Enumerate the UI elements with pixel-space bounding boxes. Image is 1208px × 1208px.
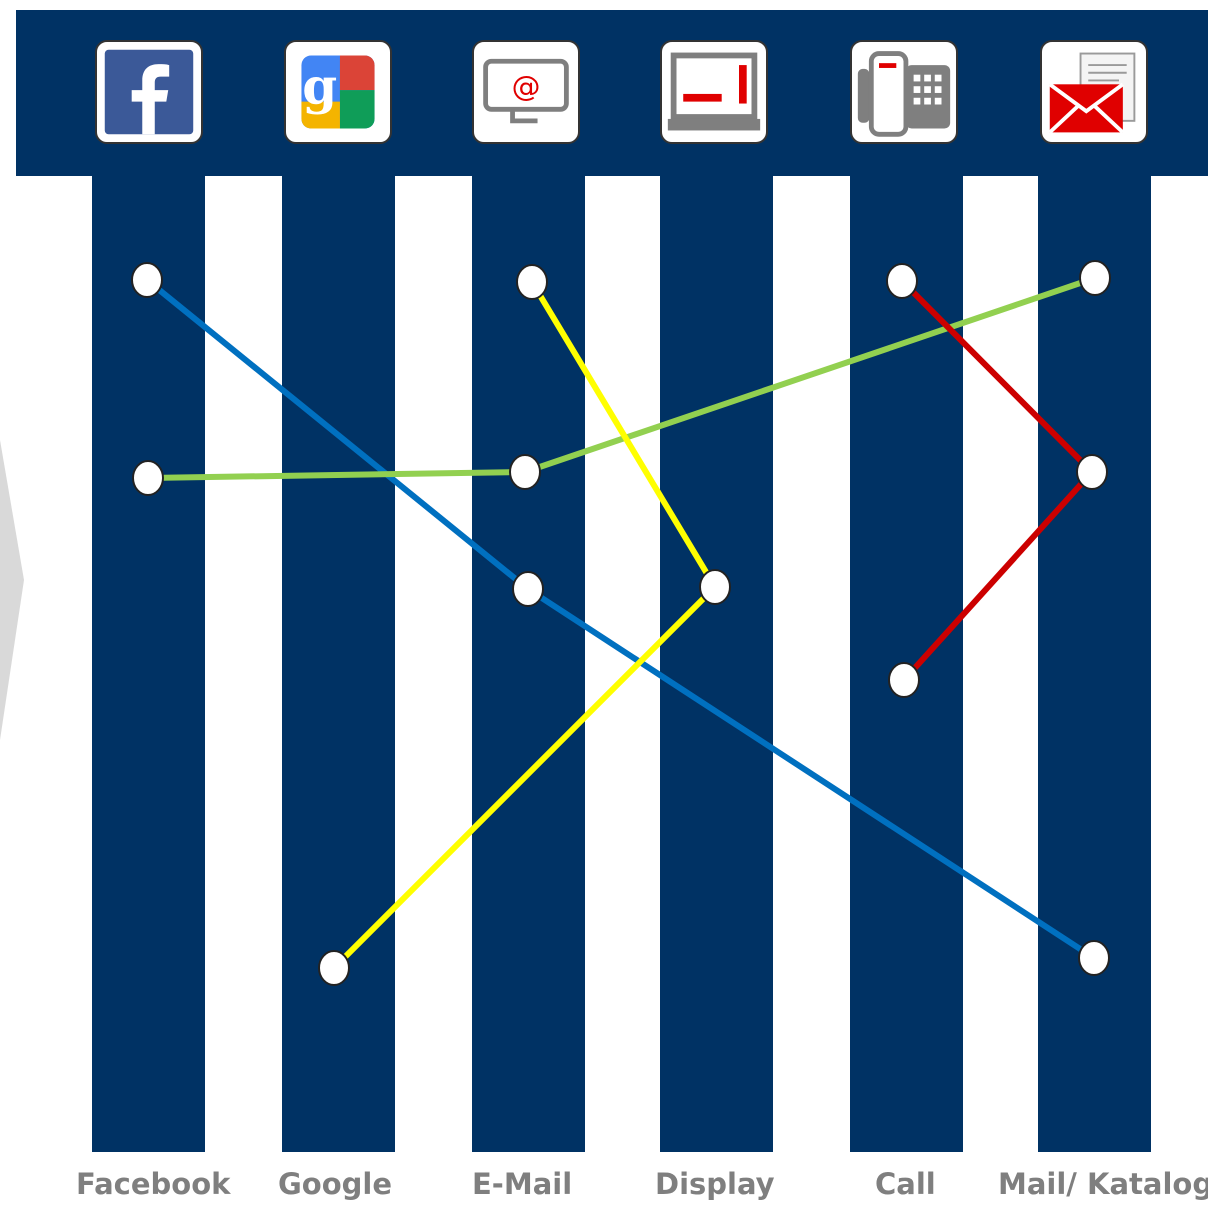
journey-1-node-mail	[1078, 940, 1110, 976]
journey-3-node-email	[516, 264, 548, 300]
journey-path-1	[145, 277, 1096, 961]
journey-4-node-call	[886, 263, 918, 299]
journey-1-node-facebook	[131, 262, 163, 298]
journey-2-node-email	[509, 454, 541, 490]
journey-path-3	[331, 280, 719, 971]
channel-label-mail: Mail/ Katalog	[998, 1167, 1208, 1201]
channel-label-call: Call	[875, 1167, 936, 1201]
journey-path-2	[147, 275, 1096, 481]
channel-column-facebook	[92, 176, 205, 1152]
google-icon: g	[284, 40, 392, 144]
journey-3-node-google	[318, 950, 350, 986]
channel-label-display: Display	[655, 1167, 775, 1201]
desk-phone-icon	[850, 40, 958, 144]
journey-3-node-display	[699, 569, 731, 605]
svg-text:@: @	[512, 69, 541, 103]
channel-header-bar	[16, 10, 1208, 176]
svg-text:g: g	[302, 57, 337, 116]
channel-label-email: E-Mail	[472, 1167, 573, 1201]
journey-4-node-call	[888, 662, 920, 698]
channel-label-google: Google	[278, 1167, 393, 1201]
display-monitor-icon	[660, 40, 768, 144]
journey-path-4	[899, 278, 1097, 683]
channel-column-mail	[1038, 176, 1151, 1152]
channel-label-facebook: Facebook	[76, 1167, 231, 1201]
journey-2-node-facebook	[132, 460, 164, 496]
facebook-icon	[95, 40, 203, 144]
journey-2-node-mail	[1079, 260, 1111, 296]
channel-column-google	[282, 176, 395, 1152]
email-at-monitor-icon: @	[472, 40, 580, 144]
left-chevron-arrow	[0, 440, 24, 740]
mail-envelope-icon	[1040, 40, 1148, 144]
channel-column-display	[660, 176, 773, 1152]
journey-4-node-mail	[1076, 454, 1108, 490]
journey-1-node-email	[512, 571, 544, 607]
